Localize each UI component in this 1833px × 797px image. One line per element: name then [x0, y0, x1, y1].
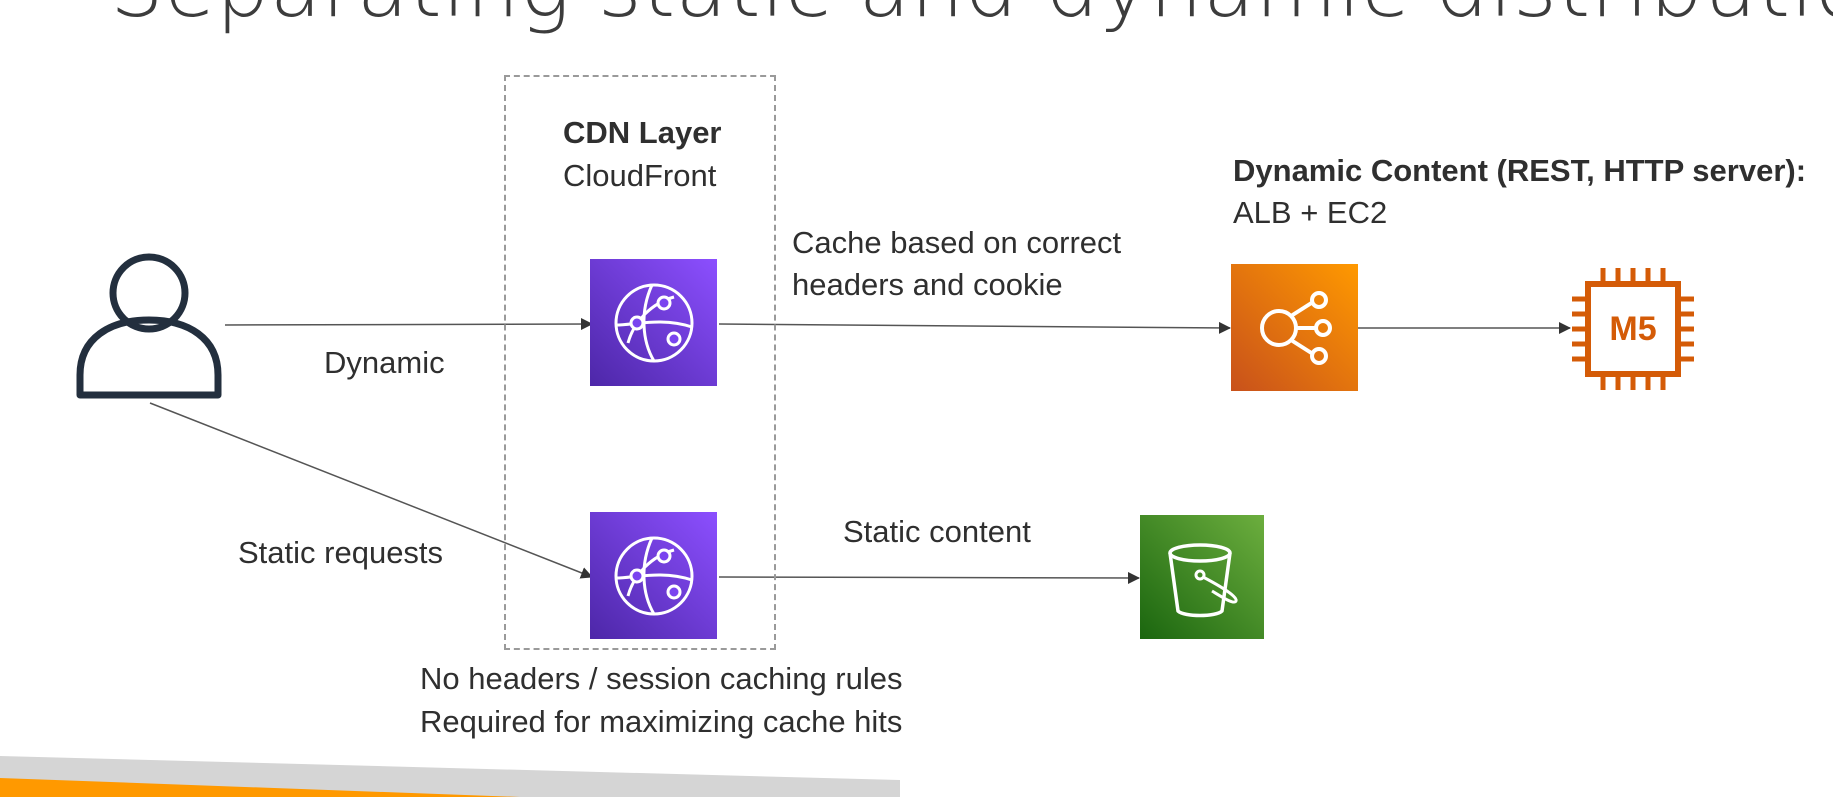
- cloudfront-icon: [614, 283, 693, 362]
- instance-type-label: M5: [1609, 310, 1657, 348]
- cloudfront-static-node: [590, 512, 717, 639]
- note-line-1: No headers / session caching rules: [420, 661, 903, 696]
- alb-node: [1231, 264, 1358, 391]
- edge-label-static-requests: Static requests: [238, 535, 444, 570]
- edge-label-dynamic: Dynamic: [324, 345, 445, 380]
- load-balancer-icon: [1259, 290, 1332, 365]
- dynamic-content-service: ALB + EC2: [1233, 195, 1388, 230]
- edge-label-static-content: Static content: [843, 514, 1031, 549]
- ec2-m5-instance-icon: [1572, 268, 1694, 390]
- cdn-service-label: CloudFront: [563, 158, 717, 193]
- s3-bucket-icon: [1168, 543, 1238, 618]
- cloudfront-icon: [614, 536, 693, 615]
- s3-node: [1140, 515, 1264, 639]
- edge-user-to-cloudfront-dynamic: [224, 318, 593, 331]
- ec2-instance-node: M5: [1568, 264, 1698, 394]
- page-title: Separating static and dynamic distributi…: [110, 0, 1833, 36]
- cdn-layer-heading: CDN Layer: [563, 115, 722, 150]
- dynamic-content-heading: Dynamic Content (REST, HTTP server):: [1233, 153, 1807, 188]
- note-line-2: Required for maximizing cache hits: [420, 704, 903, 739]
- edge-label-cache-line2: headers and cookie: [792, 267, 1063, 302]
- footer-orange-band: [0, 778, 520, 797]
- footer-stripe: [0, 756, 900, 797]
- cdn-layer-group: [504, 75, 776, 650]
- cloudfront-dynamic-node: [590, 259, 717, 386]
- edge-cloudfront-to-s3: [718, 571, 1140, 584]
- edge-cloudfront-to-alb: [718, 321, 1231, 334]
- edge-user-to-cloudfront-static: [149, 402, 593, 579]
- user-icon: [76, 253, 222, 399]
- edge-label-cache-line1: Cache based on correct: [792, 225, 1122, 260]
